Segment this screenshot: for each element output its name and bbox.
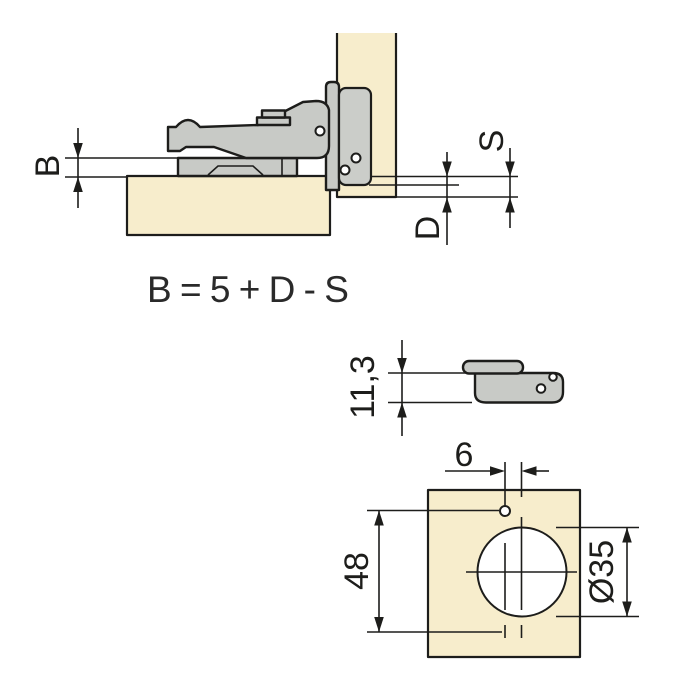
plate-screw-hole	[339, 164, 351, 176]
hinge-arm	[166, 99, 331, 160]
arrow-down-icon	[374, 617, 384, 632]
center-lines	[466, 462, 577, 638]
arrow-right-icon	[490, 466, 505, 476]
adjustment-screw-head	[260, 109, 287, 119]
dimension-spacing-48: 48	[338, 509, 502, 633]
drilling-pattern-view: 6 48 Ø35	[338, 436, 639, 659]
dimension-d: D	[409, 152, 452, 245]
arrow-left-icon	[521, 466, 537, 476]
dimension-s: S	[473, 130, 515, 228]
pilot-hole-circle	[499, 505, 511, 517]
arm-screw-hole	[314, 125, 326, 137]
arrow-up-icon	[442, 197, 452, 213]
arrow-up-icon	[505, 197, 515, 213]
hinge-cup-base	[176, 156, 299, 178]
dim-label-s: S	[473, 130, 511, 153]
dimension-diameter-35: Ø35	[556, 526, 639, 618]
dim-label-spacing: 48	[338, 552, 376, 590]
dimension-b: B	[29, 128, 177, 208]
formula-text: B = 5 + D - S	[147, 269, 348, 310]
dim-label-plate-height: 11,3	[344, 355, 382, 419]
dimension-offset-6: 6	[445, 436, 549, 476]
cup-ridge-line	[207, 165, 264, 176]
arrow-up-icon	[622, 527, 632, 543]
arrow-down-icon	[442, 161, 452, 177]
arrow-up-icon	[397, 402, 407, 418]
arrow-down-icon	[397, 358, 407, 373]
plate-screw-hole	[350, 152, 362, 164]
dim-label-offset: 6	[455, 436, 474, 474]
plate-body	[473, 371, 565, 404]
plate-hole	[535, 383, 547, 394]
dim-label-diameter: Ø35	[583, 540, 621, 604]
dim-label-d: D	[409, 216, 447, 241]
door-panel	[125, 174, 332, 237]
dim-label-b: B	[29, 155, 67, 178]
plate-side-view: 11,3	[344, 340, 565, 436]
arrow-up-icon	[73, 177, 83, 192]
arrow-down-icon	[505, 161, 515, 177]
plate-hole	[548, 372, 558, 382]
cross-section-view: B D S B = 5 + D - S	[29, 33, 518, 310]
arrow-up-icon	[374, 510, 384, 526]
arrow-down-icon	[622, 601, 632, 617]
dimension-plate-height: 11,3	[344, 340, 472, 436]
plate-tab	[461, 359, 525, 375]
arrow-down-icon	[73, 143, 83, 158]
mounting-plate	[337, 86, 373, 187]
